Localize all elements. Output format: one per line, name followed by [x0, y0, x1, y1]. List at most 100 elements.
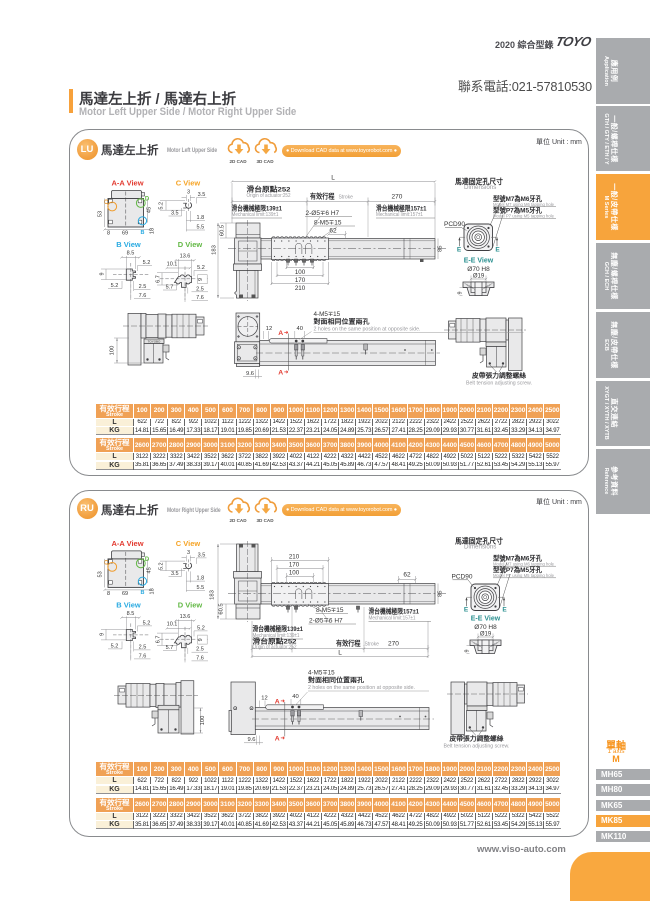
svg-text:Stroke: Stroke — [339, 195, 354, 201]
svg-text:Model M7 using M6 tapping hole: Model M7 using M6 tapping hole — [493, 561, 554, 567]
svg-text:Origin of actuator:252: Origin of actuator:252 — [253, 644, 297, 650]
svg-text:270: 270 — [388, 641, 399, 648]
svg-text:PCD90: PCD90 — [452, 574, 473, 581]
svg-text:210: 210 — [289, 554, 300, 561]
svg-text:E-E View: E-E View — [471, 616, 501, 623]
svg-text:60.5: 60.5 — [220, 225, 226, 236]
svg-text:型號M7為M6牙孔: 型號M7為M6牙孔 — [493, 194, 542, 203]
svg-text:Model P7 using M5 tapping hole: Model P7 using M5 tapping hole — [493, 214, 554, 220]
svg-text:Ø19: Ø19 — [473, 274, 485, 280]
svg-text:9: 9 — [100, 633, 106, 636]
svg-text:170: 170 — [295, 277, 306, 284]
svg-text:A: A — [275, 735, 280, 742]
svg-text:18: 18 — [150, 588, 156, 594]
svg-text:8-M5∓15: 8-M5∓15 — [314, 220, 342, 227]
svg-text:型號P7為M5牙孔: 型號P7為M5牙孔 — [493, 206, 542, 215]
svg-text:Ø19: Ø19 — [480, 632, 492, 638]
svg-text:3: 3 — [187, 550, 190, 556]
svg-text:100: 100 — [110, 346, 116, 356]
svg-text:9.6: 9.6 — [246, 371, 254, 377]
svg-text:3.5: 3.5 — [198, 552, 206, 558]
svg-text:Mechanical limit:157±1: Mechanical limit:157±1 — [369, 616, 416, 622]
svg-text:5.2: 5.2 — [197, 625, 205, 631]
svg-text:9.6: 9.6 — [247, 737, 255, 743]
svg-text:Mechanical limit:139±1: Mechanical limit:139±1 — [253, 633, 300, 639]
svg-text:8-M5∓15: 8-M5∓15 — [316, 607, 344, 614]
svg-text:L: L — [338, 650, 342, 657]
svg-text:6.7: 6.7 — [156, 636, 162, 644]
svg-text:5.2: 5.2 — [143, 260, 151, 266]
svg-text:10.1: 10.1 — [167, 622, 178, 628]
svg-text:183: 183 — [212, 245, 218, 255]
svg-text:85: 85 — [438, 590, 444, 596]
svg-text:L: L — [331, 175, 335, 182]
svg-text:皮帶張力調整螺絲: 皮帶張力調整螺絲 — [472, 371, 527, 380]
svg-text:8.5: 8.5 — [127, 251, 135, 257]
svg-text:PCD90: PCD90 — [444, 221, 465, 228]
svg-text:E-E View: E-E View — [464, 258, 494, 265]
svg-text:62: 62 — [329, 228, 337, 235]
svg-text:60.5: 60.5 — [219, 603, 225, 614]
svg-text:B: B — [141, 590, 145, 596]
svg-text:有效行程: 有效行程 — [310, 192, 335, 201]
svg-text:45: 45 — [147, 567, 153, 573]
svg-text:滑台機械極限139±1: 滑台機械極限139±1 — [253, 624, 304, 633]
svg-text:C: C — [104, 560, 109, 566]
svg-text:13.6: 13.6 — [180, 614, 191, 620]
svg-text:滑台原點252: 滑台原點252 — [253, 637, 297, 646]
svg-text:B View: B View — [116, 240, 141, 249]
svg-text:Mechanical limit:157±1: Mechanical limit:157±1 — [376, 212, 423, 218]
svg-text:8: 8 — [107, 591, 110, 597]
svg-text:3.5: 3.5 — [198, 192, 206, 198]
svg-text:5.2: 5.2 — [197, 265, 205, 271]
svg-text:E: E — [464, 607, 469, 614]
svg-text:2 holes on the same position a: 2 holes on the same position at opposite… — [314, 327, 421, 333]
svg-text:170: 170 — [289, 562, 300, 569]
svg-text:62: 62 — [403, 572, 411, 579]
svg-text:2.5: 2.5 — [196, 647, 204, 653]
svg-text:Model P7 using M5 tapping hole: Model P7 using M5 tapping hole — [493, 573, 554, 579]
svg-text:Origin of actuator:252: Origin of actuator:252 — [247, 193, 291, 199]
svg-text:E: E — [495, 247, 500, 254]
svg-text:270: 270 — [392, 194, 403, 201]
svg-text:100: 100 — [200, 716, 206, 726]
svg-text:5.5: 5.5 — [197, 225, 205, 231]
svg-text:53: 53 — [98, 211, 104, 217]
svg-text:A: A — [278, 330, 283, 337]
svg-text:4-M5∓15: 4-M5∓15 — [314, 311, 341, 318]
svg-text:5.7: 5.7 — [166, 645, 174, 651]
svg-text:5.2: 5.2 — [159, 562, 165, 570]
svg-text:E: E — [457, 247, 462, 254]
svg-text:85: 85 — [438, 245, 444, 251]
svg-text:5.2: 5.2 — [111, 643, 119, 649]
svg-text:40: 40 — [292, 694, 298, 700]
svg-text:TOYOBO: TOYOBO — [148, 340, 161, 344]
svg-text:馬達固定孔尺寸: 馬達固定孔尺寸 — [455, 536, 503, 546]
svg-text:2.5: 2.5 — [139, 284, 147, 290]
svg-text:40: 40 — [296, 326, 302, 332]
svg-text:滑台機械極限139±1: 滑台機械極限139±1 — [232, 204, 283, 213]
svg-text:5.2: 5.2 — [111, 283, 119, 289]
svg-text:7.6: 7.6 — [139, 293, 147, 299]
svg-text:Dimensions: Dimensions — [464, 544, 496, 551]
svg-text:3: 3 — [187, 190, 190, 196]
svg-text:2.5: 2.5 — [196, 286, 204, 292]
svg-text:8: 8 — [107, 231, 110, 237]
svg-text:9: 9 — [458, 291, 464, 294]
svg-text:9: 9 — [100, 272, 106, 275]
svg-text:2.5: 2.5 — [139, 644, 147, 650]
svg-text:皮帶張力調整螺絲: 皮帶張力調整螺絲 — [450, 734, 505, 743]
svg-text:Dimensions: Dimensions — [464, 184, 496, 191]
svg-text:9: 9 — [198, 638, 204, 641]
svg-text:9: 9 — [198, 278, 204, 281]
svg-text:C View: C View — [176, 179, 201, 188]
svg-text:12: 12 — [261, 696, 267, 702]
svg-text:210: 210 — [295, 285, 306, 292]
svg-text:B: B — [141, 230, 145, 236]
svg-text:滑台原點252: 滑台原點252 — [247, 185, 291, 194]
svg-text:4-M5∓15: 4-M5∓15 — [308, 670, 335, 677]
svg-text:53: 53 — [98, 571, 104, 577]
svg-text:8.5: 8.5 — [127, 611, 135, 617]
svg-text:5.5: 5.5 — [197, 585, 205, 591]
svg-text:2-Ø5∓6 H7: 2-Ø5∓6 H7 — [306, 210, 340, 217]
